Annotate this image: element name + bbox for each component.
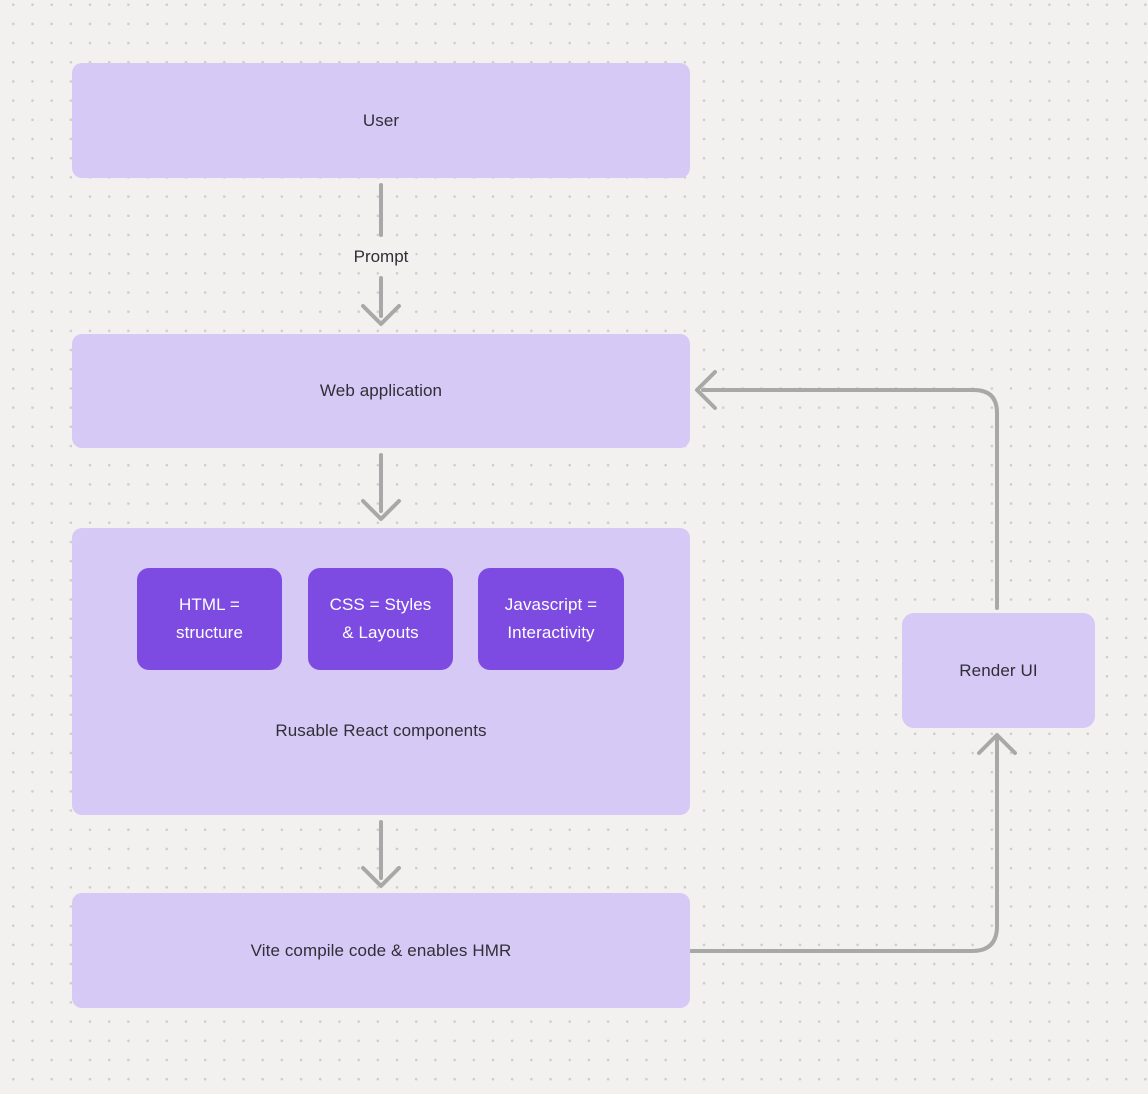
- node-user-label: User: [362, 110, 400, 130]
- node-render-ui[interactable]: Render UI: [902, 613, 1095, 728]
- node-web-application-label: Web application: [319, 381, 443, 400]
- edge-renderui-to-webapp[interactable]: [695, 370, 999, 610]
- chip-html-line1: HTML =: [179, 595, 240, 614]
- arrowhead-down-icon: [361, 499, 401, 521]
- components-group-caption: Rusable React components: [275, 721, 487, 740]
- chip-javascript-line1: Javascript =: [504, 595, 598, 614]
- edge-components-to-vite[interactable]: [361, 820, 401, 888]
- chip-html[interactable]: HTML = structure: [137, 568, 282, 670]
- node-user[interactable]: User: [72, 63, 690, 178]
- edge-vite-to-renderui[interactable]: [689, 733, 1017, 953]
- node-web-application[interactable]: Web application: [72, 334, 690, 448]
- chip-javascript-line2: Interactivity: [507, 623, 595, 642]
- chip-javascript[interactable]: Javascript = Interactivity: [478, 568, 624, 670]
- node-vite[interactable]: Vite compile code & enables HMR: [72, 893, 690, 1008]
- chip-css[interactable]: CSS = Styles & Layouts: [308, 568, 453, 670]
- chip-css-line2: & Layouts: [342, 623, 419, 642]
- chip-html-line2: structure: [175, 623, 244, 642]
- node-vite-label: Vite compile code & enables HMR: [250, 940, 512, 960]
- edge-label-prompt[interactable]: Prompt: [346, 244, 416, 270]
- edge-webapp-to-components[interactable]: [361, 453, 401, 521]
- arrowhead-left-icon: [695, 370, 717, 410]
- edge-shaft: [689, 738, 999, 953]
- node-components-group[interactable]: HTML = structure CSS = Styles & Layouts …: [72, 528, 690, 815]
- chip-css-line1: CSS = Styles: [329, 595, 432, 614]
- arrowhead-up-icon: [977, 733, 1017, 755]
- arrowhead-down-icon: [361, 304, 401, 326]
- arrowhead-down-icon: [361, 866, 401, 888]
- edge-user-to-webapp[interactable]: [361, 183, 401, 326]
- edge-shaft: [701, 388, 999, 610]
- node-render-ui-label: Render UI: [959, 660, 1038, 680]
